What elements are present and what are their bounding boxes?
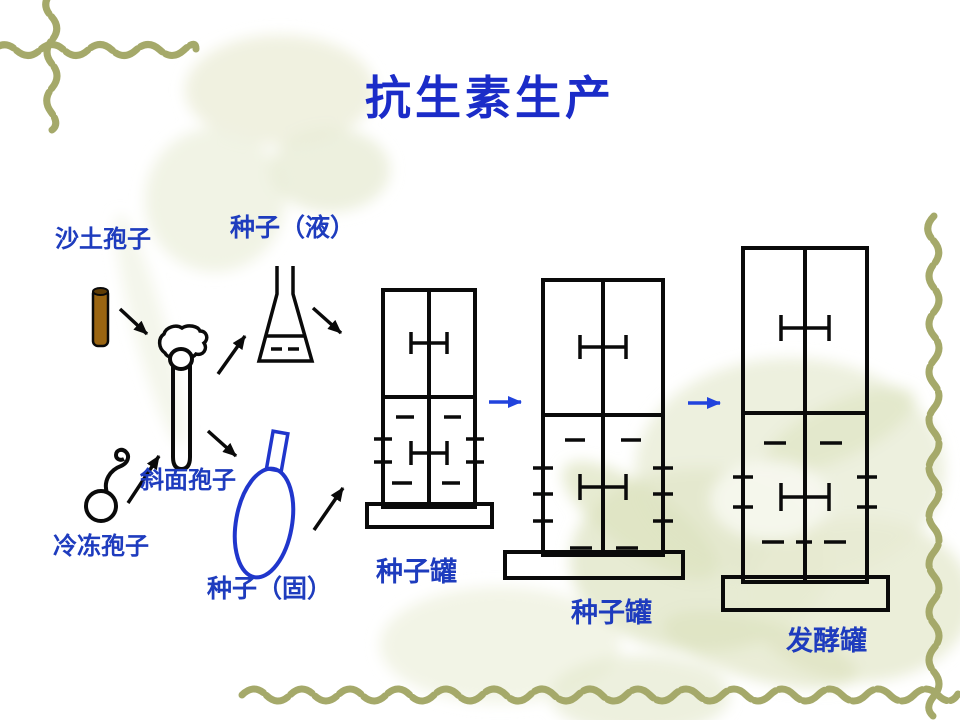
- impeller-top: [779, 315, 831, 341]
- frozen-spore-ampoule-icon: [84, 447, 131, 523]
- flow-arrows-black: [118, 306, 345, 531]
- vine-top-left-vertical: [42, 0, 61, 134]
- label-seed-tank-1: 种子罐: [376, 557, 457, 587]
- arrow-flask-to-tank: [311, 306, 343, 335]
- vine-right-vertical: [924, 212, 943, 720]
- slide-title: 抗生素生产: [365, 73, 615, 124]
- label-fermentation-tank: 发酵罐: [786, 626, 867, 656]
- vine-bottom-horizontal: [238, 685, 960, 705]
- seed-tank-2-drawing: [503, 278, 685, 580]
- label-seed-solid: 种子（固）: [207, 576, 333, 603]
- seed-solid-bottle-icon: [232, 429, 296, 580]
- impeller-top: [409, 332, 449, 354]
- sand-spore-vial-icon: [91, 287, 110, 348]
- label-seed-liquid: 种子（液）: [230, 215, 356, 242]
- arrow-tube-to-bottle: [206, 429, 238, 458]
- label-frozen-spores: 冷冻孢子: [53, 534, 149, 560]
- broth-dashes: [374, 415, 484, 485]
- vine-top-horizontal: [0, 40, 200, 59]
- arrow-vial-to-tube: [118, 307, 149, 336]
- broth-dashes: [733, 441, 877, 544]
- seed-tank-1-drawing: [365, 288, 494, 529]
- fermentation-tank-drawing: [721, 246, 890, 612]
- impeller-bottom: [409, 441, 449, 465]
- arrow-frozen-to-tube: [126, 455, 161, 504]
- label-sand-spores: 沙土孢子: [55, 227, 151, 253]
- flow-arrows-blue: [489, 396, 721, 409]
- impeller-top: [578, 335, 628, 359]
- arrow-tube-to-flask: [216, 334, 247, 376]
- label-slant-spores: 斜面孢子: [140, 468, 236, 494]
- impeller-bottom: [779, 483, 831, 511]
- impeller-bottom: [578, 474, 628, 500]
- label-seed-tank-2: 种子罐: [571, 598, 652, 628]
- seed-liquid-flask-icon: [256, 266, 315, 363]
- arrow-bottle-to-tank: [312, 487, 345, 531]
- slant-tube-icon: [157, 324, 209, 472]
- broth-dashes: [533, 438, 673, 550]
